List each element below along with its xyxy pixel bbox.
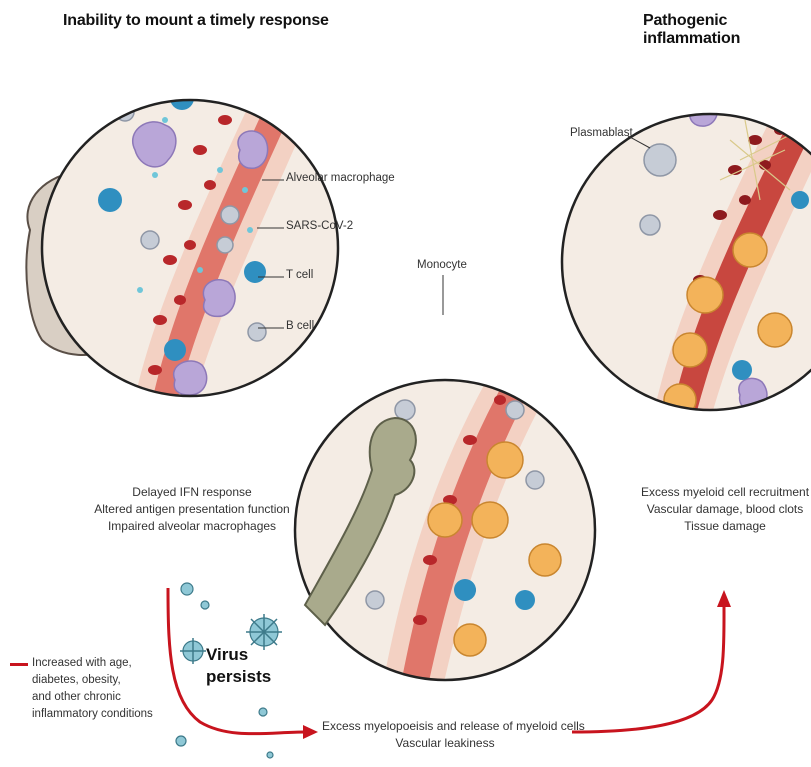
legend-line-2: diabetes, obesity, [32,672,153,689]
heading-right: Pathogenic inflammation [643,12,811,48]
caption-right-line-3: Tissue damage [640,518,810,535]
caption-left-line-3: Impaired alveolar macrophages [82,518,302,535]
caption-left: Delayed IFN response Altered antigen pre… [82,484,302,535]
heading-left: Inability to mount a timely response [63,12,329,30]
virus-text-line-1: Virus [206,644,271,666]
label-monocyte: Monocyte [417,259,467,271]
legend-text: Increased with age, diabetes, obesity, a… [32,655,153,723]
virus-persists-text: Virus persists [206,644,271,688]
label-plasmablast: Plasmablast [570,127,633,139]
legend-line-3: and other chronic [32,689,153,706]
circle-middle [295,306,595,700]
legend-red-line [10,663,28,666]
caption-middle: Excess myelopoeisis and release of myelo… [322,718,568,752]
label-b-cell: B cell [286,320,314,332]
caption-right-line-1: Excess myeloid cell recruitment [640,484,810,501]
legend-line-1: Increased with age, [32,655,153,672]
caption-right-line-2: Vascular damage, blood clots [640,501,810,518]
legend-line-4: inflammatory conditions [32,706,153,723]
caption-middle-line-2: Vascular leakiness [322,735,568,752]
caption-middle-line-1: Excess myelopoeisis and release of myelo… [322,718,568,735]
circle-left [42,60,338,430]
label-sars-cov-2: SARS-CoV-2 [286,220,353,232]
caption-right: Excess myeloid cell recruitment Vascular… [640,484,810,535]
virus-text-line-2: persists [206,666,271,688]
label-t-cell: T cell [286,269,313,281]
label-alveolar-macrophage: Alveolar macrophage [286,172,395,184]
caption-left-line-1: Delayed IFN response [82,484,302,501]
caption-left-line-2: Altered antigen presentation function [82,501,302,518]
